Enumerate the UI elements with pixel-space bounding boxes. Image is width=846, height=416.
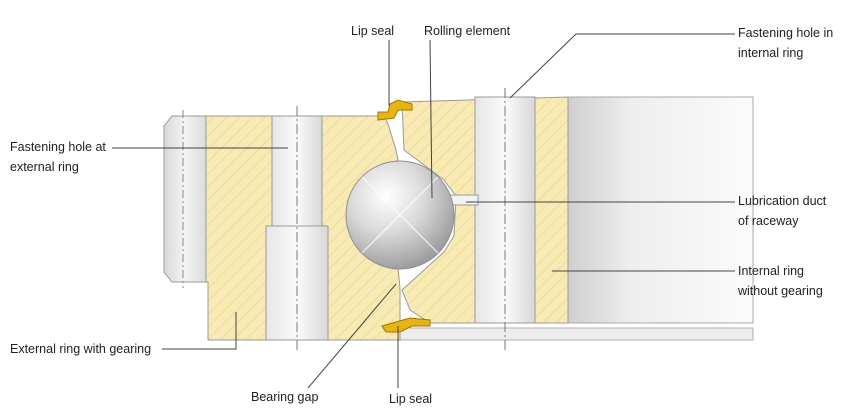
rolling-element-label: Rolling element — [424, 24, 511, 38]
leader-lines — [112, 33, 735, 389]
lip-seal-bottom-label: Lip seal — [389, 392, 433, 406]
internal-ring — [401, 88, 569, 350]
lubrication-duct-label-1: Lubrication duct — [738, 194, 827, 208]
fastening-hole-internal-label-2: internal ring — [738, 46, 804, 60]
external-ring-flange — [163, 110, 207, 288]
external-ring-label: External ring with gearing — [10, 342, 152, 356]
fastening-hole-external-label-1: Fastening hole at — [10, 140, 106, 154]
internal-ring-extension — [399, 96, 754, 341]
lip-seal-top-shape — [377, 99, 413, 121]
fastening-hole-internal-label-1: Fastening hole in — [738, 26, 834, 40]
external-ring — [205, 106, 401, 350]
lip-seal-bottom-shape — [381, 317, 431, 333]
internal-ring-label-1: Internal ring — [738, 264, 805, 278]
bearing-gap-label: Bearing gap — [251, 390, 319, 404]
rolling-element-ball — [345, 160, 455, 270]
lip-seal-top-label: Lip seal — [351, 24, 395, 38]
lubrication-duct-label-2: of raceway — [738, 214, 799, 228]
internal-ring-label-2: without gearing — [738, 284, 823, 298]
fastening-hole-external-label-2: external ring — [10, 160, 79, 174]
